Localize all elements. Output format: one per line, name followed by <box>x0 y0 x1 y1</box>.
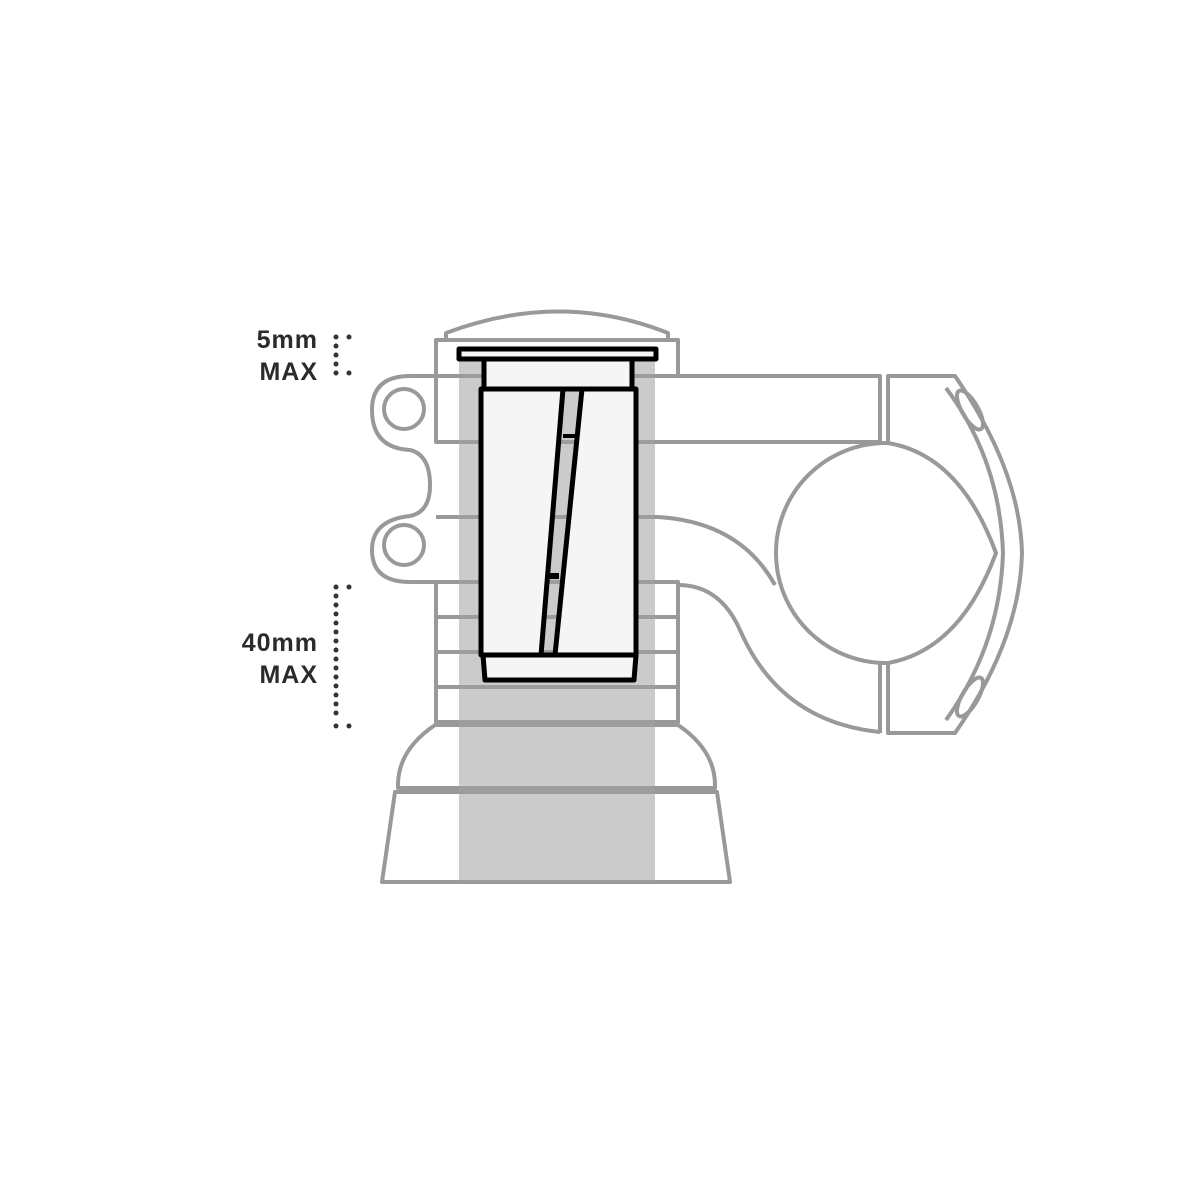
label-bottom-value: 40mm <box>241 629 318 657</box>
dimension-marker-bottom <box>333 584 352 729</box>
label-top-5mm-max: 5mm MAX <box>200 324 318 388</box>
label-bottom-max: MAX <box>259 661 318 689</box>
label-bottom-40mm-max: 40mm MAX <box>200 627 318 691</box>
label-top-max: MAX <box>259 358 318 386</box>
dimension-marker-top <box>333 334 352 376</box>
label-top-value: 5mm <box>256 326 318 354</box>
faceplate <box>886 374 1024 735</box>
expansion-plug <box>456 346 659 683</box>
